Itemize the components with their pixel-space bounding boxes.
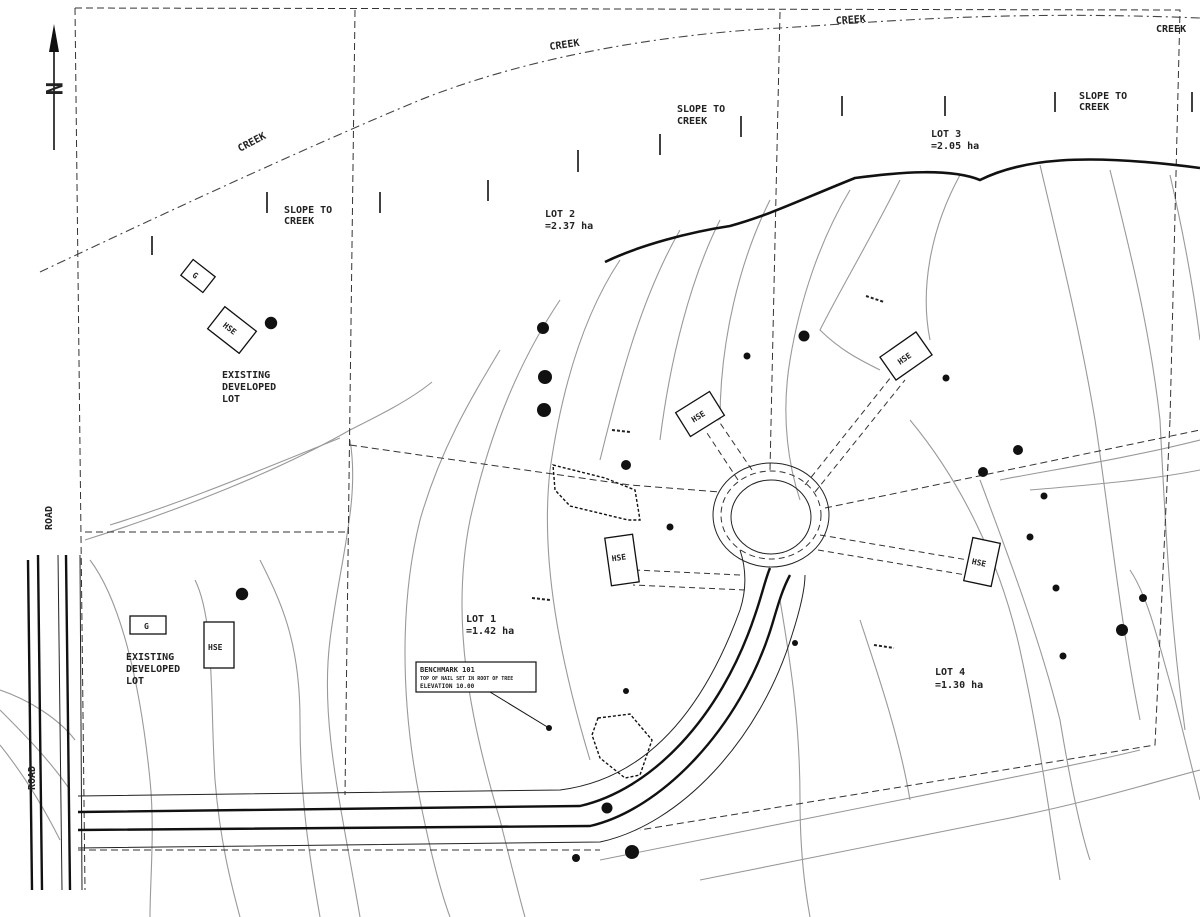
svg-text:G: G [190,271,199,281]
house-lot2: HSE [674,390,726,438]
garage-2: G [129,615,167,635]
tree-markers [235,316,1147,862]
benchmark-box: BENCHMARK 101 TOP OF NAIL SET IN ROOT OF… [415,661,550,729]
slope-label-c-1: SLOPE TO [1079,91,1127,102]
top-of-slope-line [604,158,1200,264]
lot-1-area: =1.42 ha [466,626,514,637]
lot-1-name: LOT 1 [466,614,496,625]
lot-2-name: LOT 2 [545,209,575,220]
lot-4-name: LOT 4 [935,667,965,678]
main-road [26,554,83,891]
benchmark-title: BENCHMARK 101 [420,666,475,674]
house-1: HSE [206,305,258,355]
creek-line [39,14,1200,273]
creek-label-4: CREEK [1156,24,1186,35]
svg-text:G: G [144,622,149,631]
svg-text:HSE: HSE [971,557,987,569]
north-arrow-icon: N [40,24,65,150]
driveway [77,371,969,849]
creek-label-3: CREEK [835,14,866,27]
contour-lines [0,164,1200,917]
existing-lot-1-line-2: DEVELOPED [222,382,276,393]
slope-label-b-2: CREEK [677,116,707,127]
slope-label-a-1: SLOPE TO [284,205,332,216]
creek-label-2: CREEK [549,38,580,53]
lot-2-area: =2.37 ha [545,221,593,232]
existing-lot-2-line-1: EXISTING [126,652,174,663]
benchmark-elevation: ELEVATION 10.00 [420,683,475,690]
lot-3-area: =2.05 ha [931,141,979,152]
north-letter: N [40,82,65,95]
benchmark-note: TOP OF NAIL SET IN ROOT OF TREE [420,676,513,682]
house-lot3: HSE [879,331,933,381]
slope-label-c-2: CREEK [1079,102,1109,113]
lot-4-area: =1.30 ha [935,680,983,691]
plan-labels: CREEK CREEK CREEK CREEK SLOPE TO CREEK S… [27,14,1186,790]
svg-text:HSE: HSE [611,552,627,563]
creek-label-1: CREEK [236,131,268,155]
svg-text:HSE: HSE [208,643,223,652]
house-lot1: HSE [604,533,640,587]
lot-3-name: LOT 3 [931,129,961,140]
house-lot4: HSE [962,536,1002,588]
existing-lot-2-line-3: LOT [126,676,144,687]
slope-label-a-2: CREEK [284,216,314,227]
existing-lot-2-line-2: DEVELOPED [126,664,180,675]
slope-ticks [151,92,1193,255]
buildings: G HSE G HSE HSE HSE HSE HSE [129,258,1002,669]
house-2: HSE [203,621,235,669]
road-label-1: ROAD [44,506,55,530]
existing-lot-1-line-1: EXISTING [222,370,270,381]
existing-lot-1-line-3: LOT [222,394,240,405]
slope-label-b-1: SLOPE TO [677,104,725,115]
road-label-2: ROAD [27,766,38,790]
septic-envelopes [552,464,653,779]
lot-boundaries [74,7,1200,891]
garage-1: G [179,258,217,294]
dash-markers [531,295,895,649]
